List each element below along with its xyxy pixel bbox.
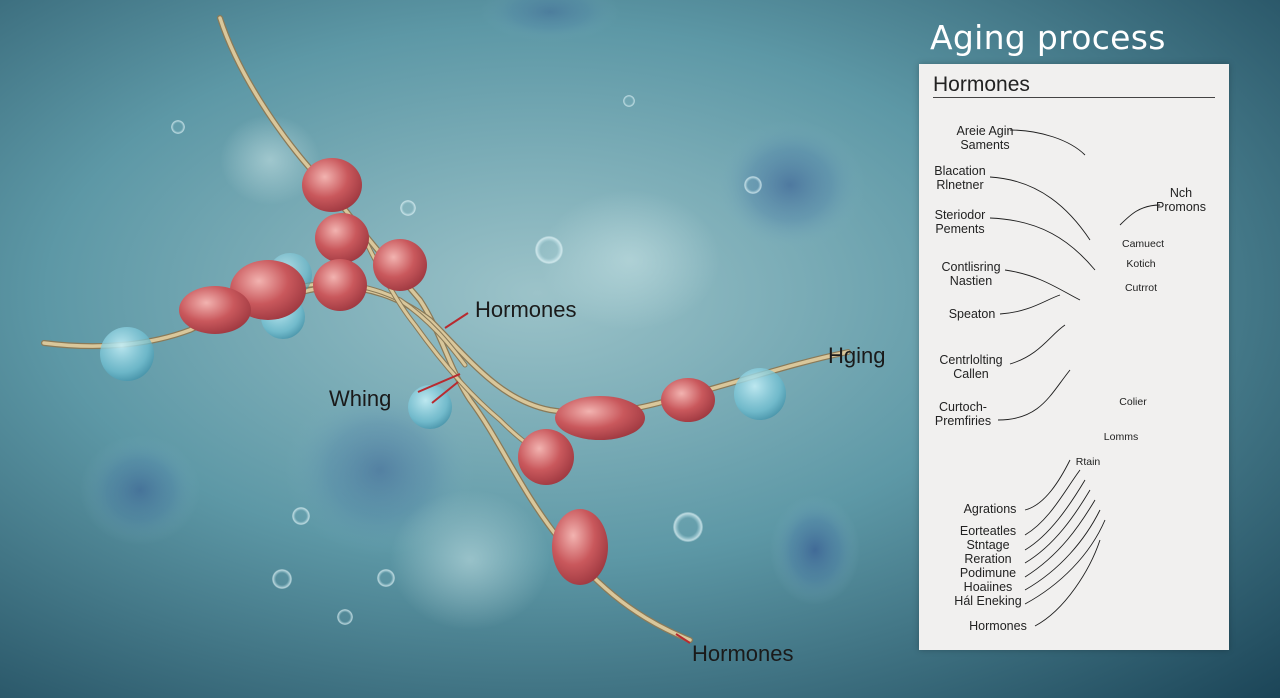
- label-hormones-bottom: Hormones: [692, 641, 794, 666]
- pointer-lines: [417, 312, 691, 644]
- panel-left-label: Centrlolting Callen: [939, 353, 1003, 381]
- panel-divider: [933, 97, 1215, 98]
- label-hging: Hging: [828, 343, 886, 368]
- panel-right-label: Lomms: [1103, 431, 1139, 443]
- panel-right-label: Cutrrot: [1124, 282, 1158, 294]
- panel-right-label: Nch Promons: [1155, 186, 1207, 214]
- panel-left-label-stack: Eorteatles Stntage Reration Podimune Hoa…: [954, 524, 1022, 608]
- label-whing: Whing: [329, 386, 392, 411]
- background-blobs: [80, 0, 865, 630]
- panel-title: Aging process: [930, 18, 1166, 57]
- panel-right-label: Rtain: [1075, 456, 1101, 468]
- label-hormones-center: Hormones: [475, 297, 577, 322]
- panel-left-label: Hormones: [969, 619, 1027, 633]
- floating-bubbles: [171, 95, 762, 625]
- panel-left-label: Speaton: [948, 307, 996, 321]
- panel-right-label: Colier: [1119, 396, 1147, 408]
- panel-heading: Hormones: [933, 73, 1030, 96]
- panel-left-label: Agrations: [963, 502, 1017, 516]
- panel-right-label: Kotich: [1126, 258, 1156, 270]
- panel-left-label: Areie Agin Saments: [956, 124, 1014, 152]
- panel-left-label: Blacation Rlnetner: [934, 164, 986, 192]
- panel-left-label: Curtoch- Premfiries: [934, 400, 992, 428]
- panel-left-label: Steriodor Pements: [934, 208, 986, 236]
- cells: [179, 158, 715, 585]
- panel-right-label: Camuect: [1121, 238, 1164, 250]
- panel-left-label: Contlisring Nastien: [941, 260, 1001, 288]
